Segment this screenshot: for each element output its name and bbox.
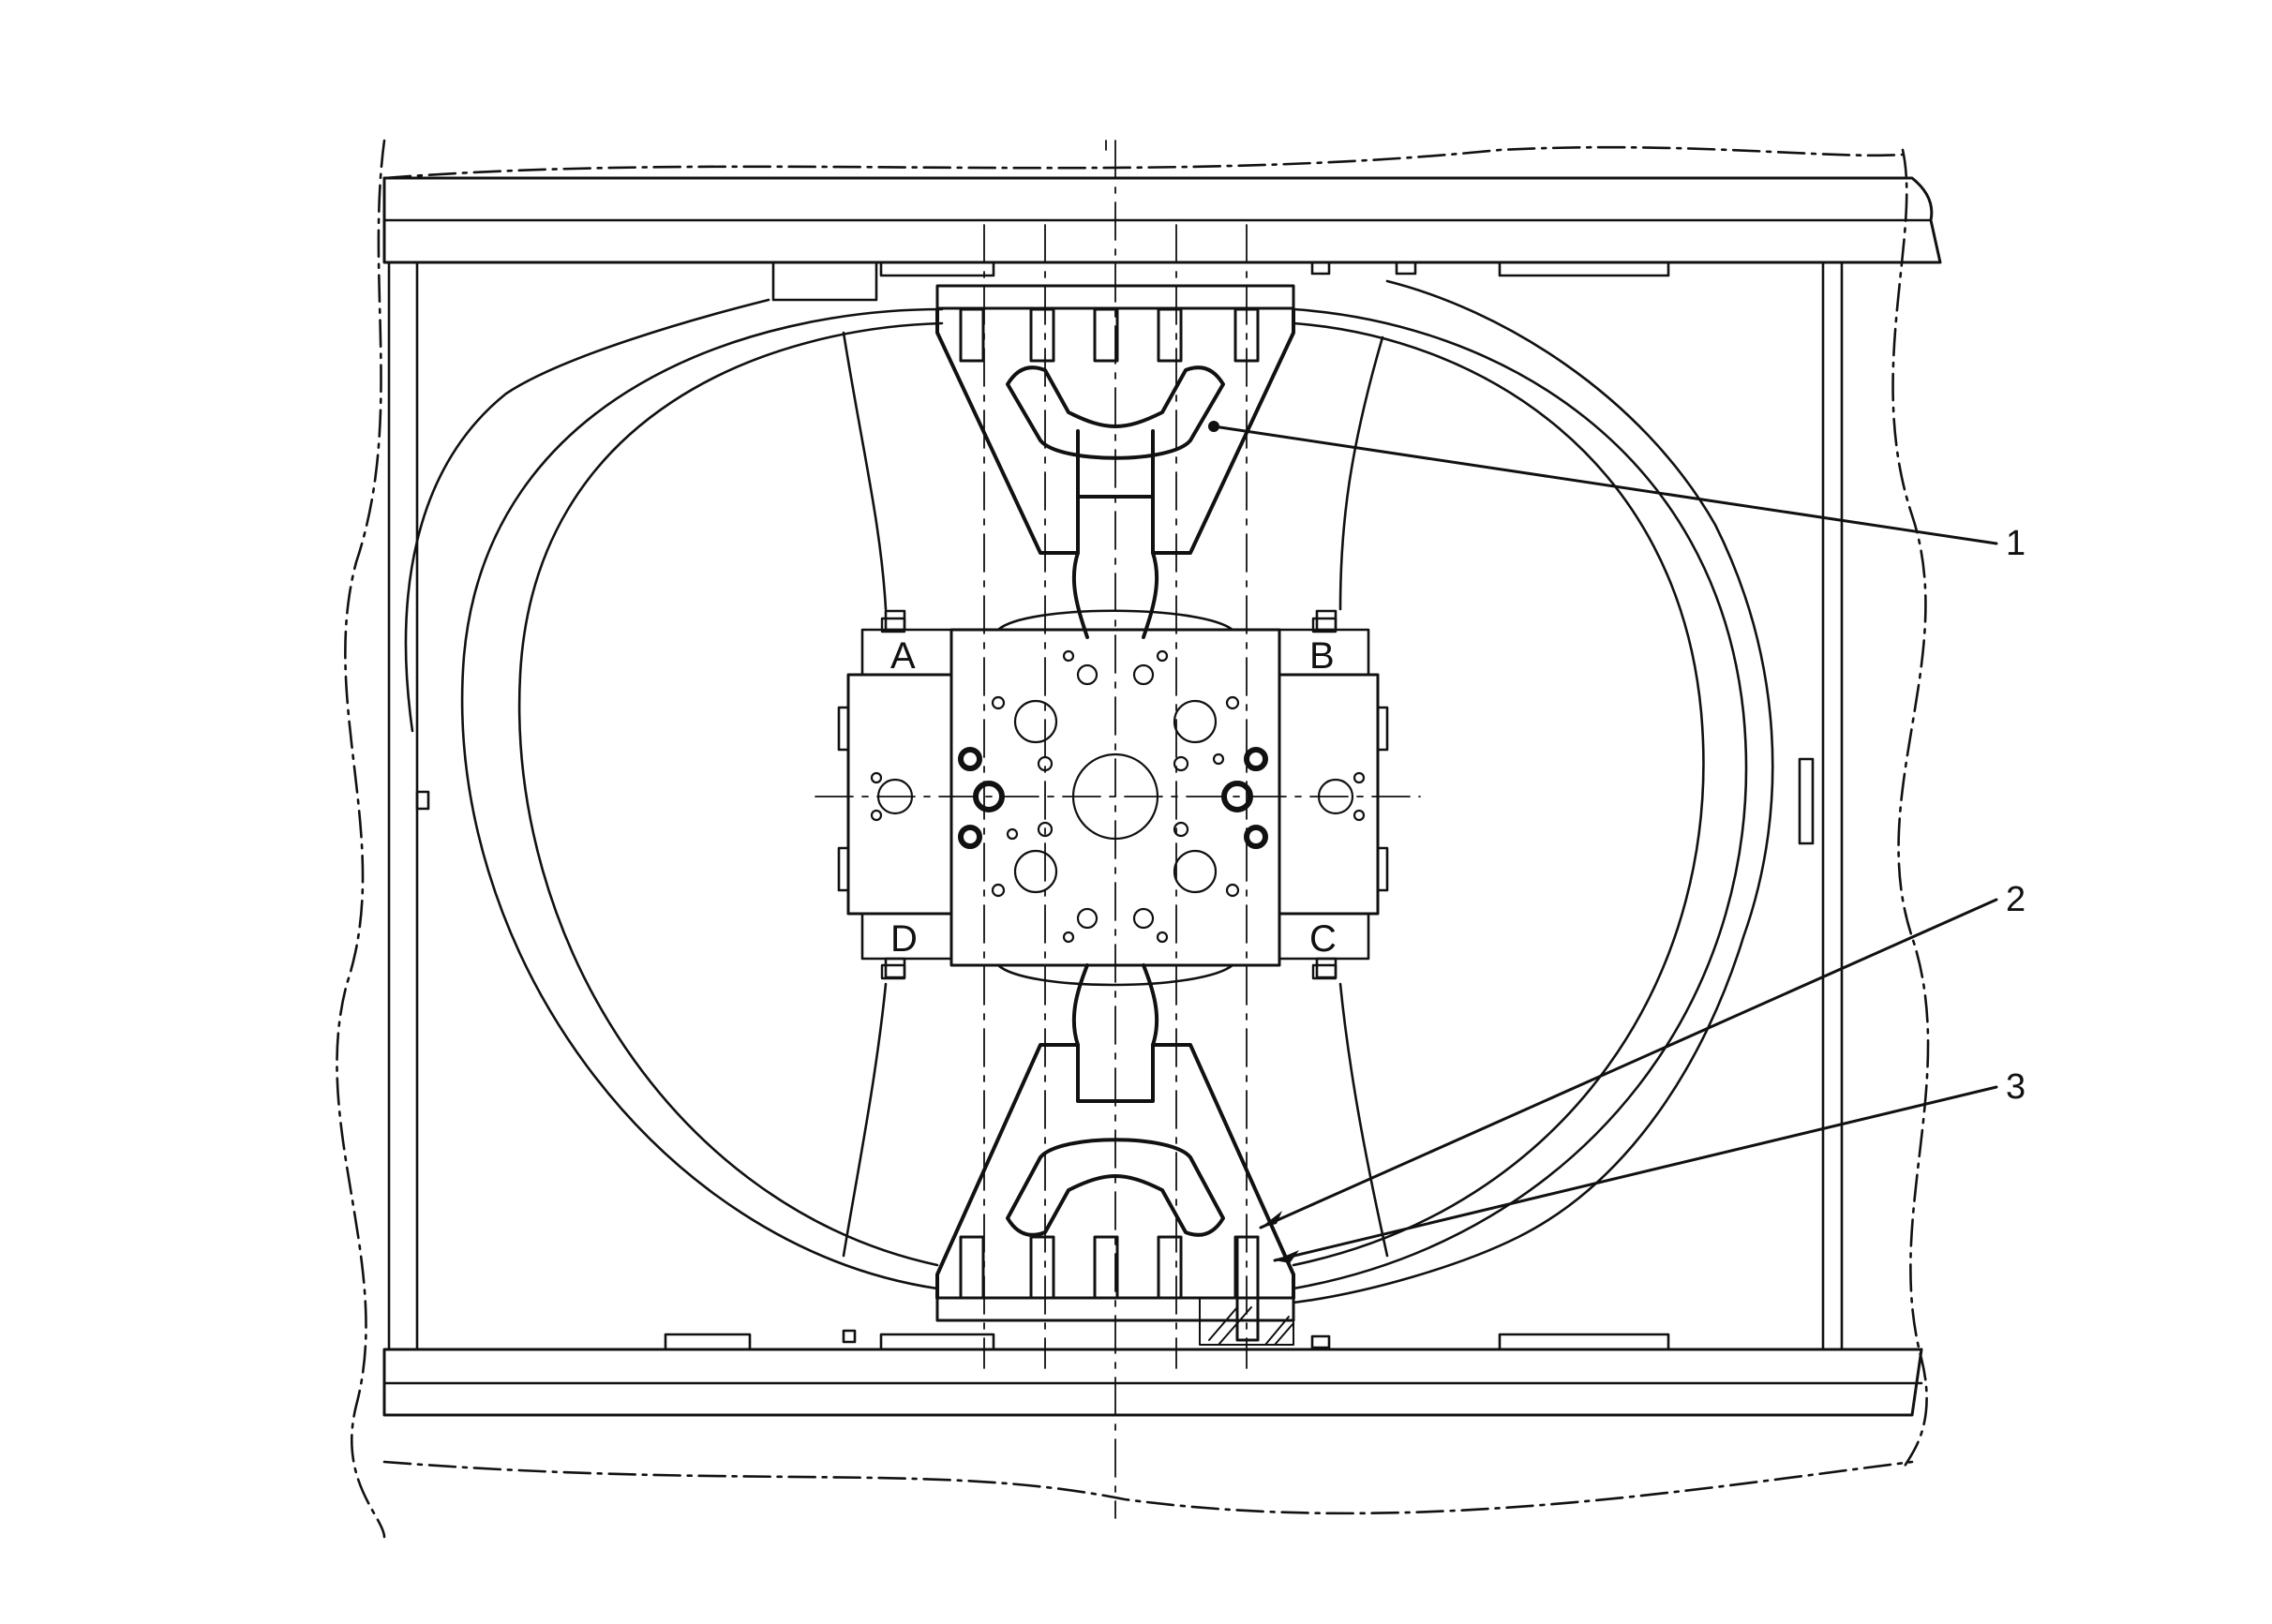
- arrowhead-3: [1275, 1250, 1299, 1263]
- bottom-clamp-bolts: [959, 1235, 1260, 1300]
- corner-tag-top-right: B: [1309, 635, 1335, 677]
- leader-line-1: [1212, 425, 1998, 545]
- struts: [842, 331, 1389, 1258]
- hub-upper-lug: [996, 609, 1234, 632]
- top-beam: [382, 176, 1942, 264]
- break-line-right: [1891, 148, 1930, 1473]
- corner-tabs: [837, 609, 1389, 979]
- break-line-bottom: [382, 1460, 1914, 1515]
- leader-line-2: [1259, 898, 1998, 1229]
- hub-lower-lug: [996, 963, 1234, 987]
- ring-inner: [517, 321, 1705, 1267]
- callout-2: 2: [2006, 880, 2025, 919]
- callout-3: 3: [2006, 1067, 2025, 1107]
- tab-bolts: [880, 617, 1338, 980]
- beam-brackets: [664, 261, 1670, 1351]
- corner-tag-top-left: A: [890, 635, 916, 677]
- break-line-left: [336, 139, 386, 1539]
- ring-outer: [460, 307, 1748, 1290]
- arrowhead-2: [1261, 1211, 1282, 1228]
- ring-outer-sweep: [404, 279, 1774, 1304]
- inner-frame: [387, 261, 1844, 1351]
- leader-markers: [1208, 421, 1299, 1263]
- leader-dot-1: [1208, 421, 1219, 432]
- corner-tag-bottom-left: D: [890, 918, 918, 960]
- center-lines: [815, 140, 1421, 1519]
- callout-1: 1: [2006, 524, 2025, 563]
- bottom-beam: [382, 1348, 1923, 1417]
- leader-line-3: [1273, 1085, 1998, 1262]
- break-line-top: [382, 145, 1905, 180]
- top-clamp-bolts: [959, 307, 1260, 363]
- corner-tag-bottom-right: C: [1309, 918, 1337, 960]
